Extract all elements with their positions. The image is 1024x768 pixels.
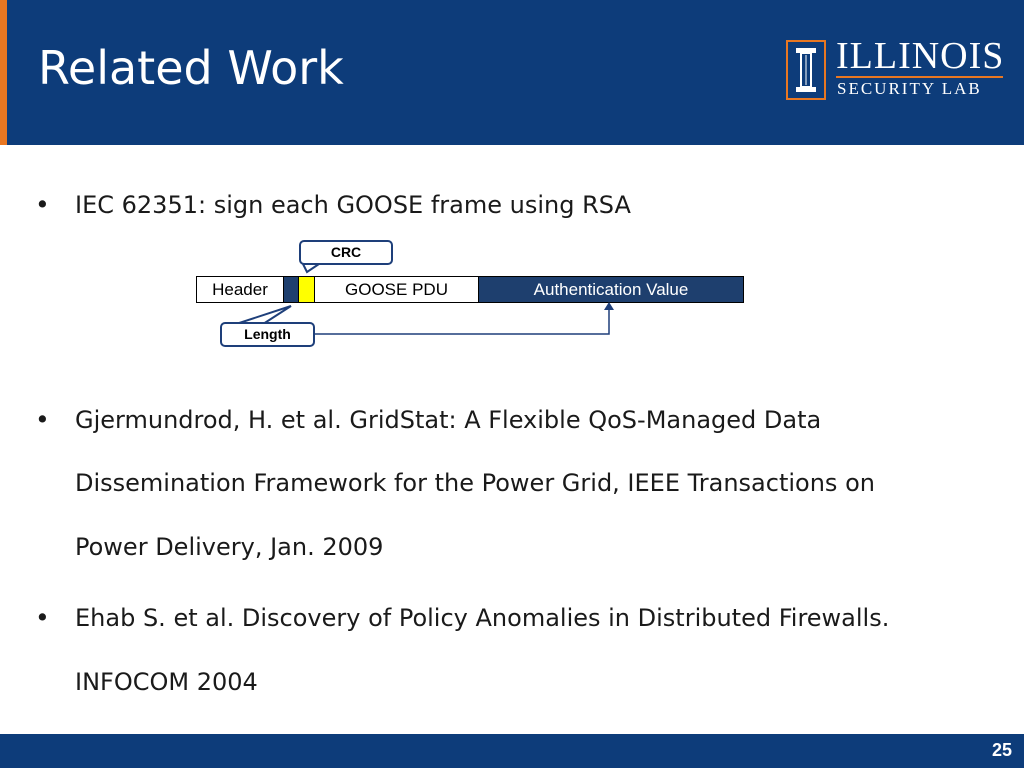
bullet-marker: •	[35, 190, 50, 219]
logo-wordmark-security-lab: SECURITY LAB	[837, 79, 982, 98]
frame-field-authentication-value: Authentication Value	[478, 276, 744, 303]
bullet-marker: •	[35, 405, 50, 434]
title-bar-accent	[0, 0, 7, 145]
frame-field-crc	[298, 276, 315, 303]
bullet-3-line-2: INFOCOM 2004	[75, 668, 258, 696]
frame-field-header: Header	[196, 276, 284, 303]
frame-field-goose-pdu: GOOSE PDU	[314, 276, 479, 303]
title-bar	[0, 0, 1024, 145]
page-number: 25	[991, 740, 1012, 760]
logo-wordmark-illinois: ILLINOIS	[836, 35, 1005, 77]
bullet-2-line-1: Gjermundrod, H. et al. GridStat: A Flexi…	[75, 406, 822, 434]
slide-title: Related Work	[38, 41, 344, 95]
bullet-3-line-1: Ehab S. et al. Discovery of Policy Anoma…	[75, 604, 890, 632]
frame-field-length	[283, 276, 299, 303]
length-callout: Length	[220, 322, 315, 347]
bullet-marker: •	[35, 603, 50, 632]
illinois-security-lab-logo: ILLINOIS SECURITY LAB	[786, 35, 1006, 102]
bullet-1-line-1: IEC 62351: sign each GOOSE frame using R…	[75, 191, 631, 219]
logo-divider	[836, 76, 1003, 78]
bullet-2-line-3: Power Delivery, Jan. 2009	[75, 533, 384, 561]
column-icon	[796, 48, 816, 92]
footer-bar	[0, 734, 1024, 768]
crc-callout: CRC	[299, 240, 393, 265]
bullet-2-line-2: Dissemination Framework for the Power Gr…	[75, 469, 875, 497]
illinois-i-mark-icon	[786, 40, 826, 100]
